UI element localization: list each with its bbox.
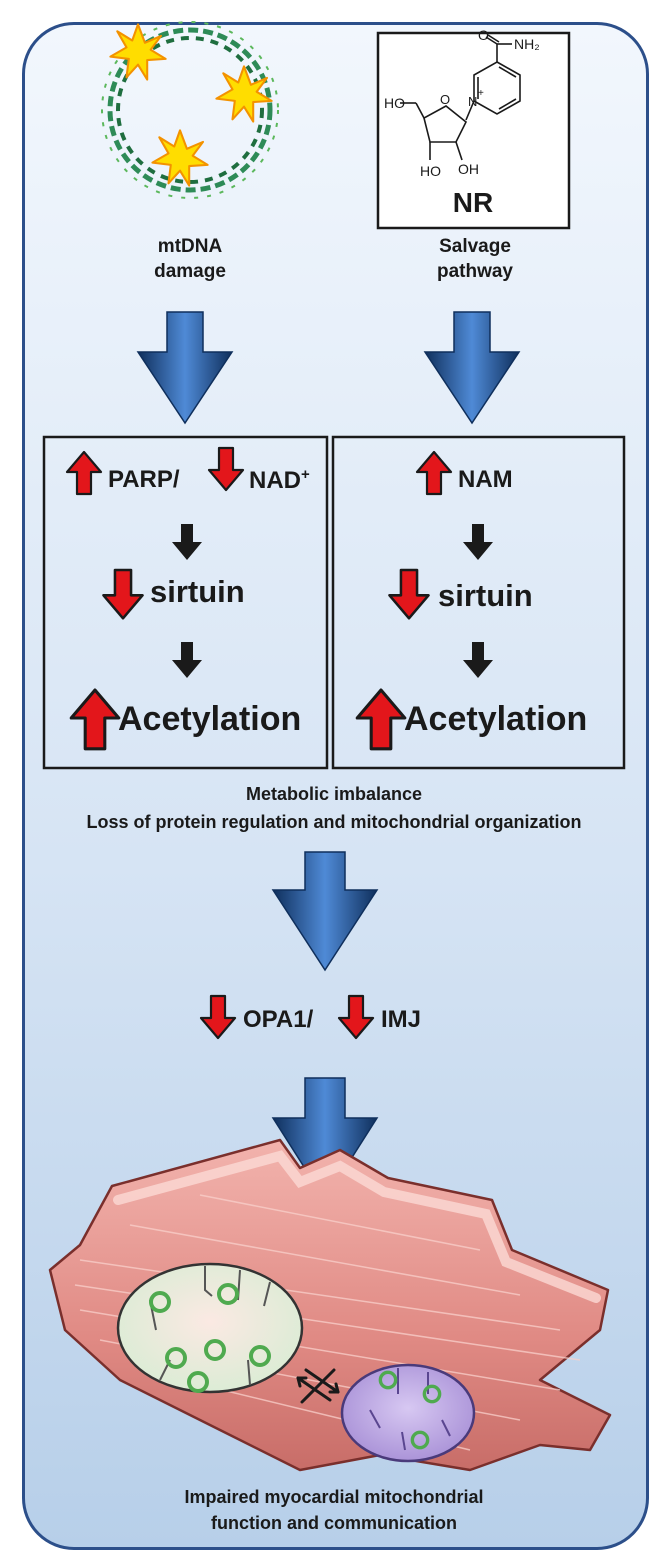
- decrease-arrow-icon: [207, 446, 245, 492]
- atom-ring-n: N: [468, 94, 477, 109]
- left-acetylation-label: Acetylation: [118, 700, 302, 738]
- atom-ring-o: O: [440, 92, 450, 107]
- down-arrow-icon: [463, 524, 493, 560]
- decrease-arrow-icon: [102, 568, 144, 620]
- increase-arrow-icon: [355, 688, 407, 751]
- footer-line-2: function and communication: [211, 1513, 457, 1533]
- atom-amide-o: O: [478, 27, 489, 43]
- flow-arrow-icon: [423, 311, 521, 425]
- imj-label: IMJ: [381, 1006, 422, 1033]
- nam-label: NAM: [458, 466, 513, 493]
- atom-hydroxyl-left: HO: [420, 163, 441, 179]
- increase-arrow-icon: [65, 450, 103, 496]
- down-arrow-icon: [172, 524, 202, 560]
- nicotinamide-riboside-structure-icon: [400, 34, 521, 161]
- blocked-communication-icon: [296, 1368, 340, 1404]
- nr-molecule-box: [376, 31, 571, 230]
- decrease-arrow-icon: [337, 994, 375, 1040]
- summary-line-1: Metabolic imbalance: [245, 784, 423, 804]
- flow-arrow-icon: [271, 851, 379, 972]
- left-pathway-box: [42, 435, 329, 770]
- opa1-label: OPA1/: [243, 1006, 314, 1033]
- parp-label: PARP/: [108, 466, 180, 493]
- increase-arrow-icon: [415, 450, 453, 496]
- salvage-label: Salvage: [439, 236, 511, 257]
- healthy-mitochondrion-icon: [116, 1262, 304, 1394]
- right-pathway-box: [331, 435, 626, 770]
- flow-arrow-icon: [136, 311, 234, 425]
- atom-hydroxyl-right: OH: [458, 161, 479, 177]
- atom-hydroxyl-top: HO: [384, 95, 405, 111]
- atom-amide-nh2: NH₂: [514, 36, 540, 52]
- increase-arrow-icon: [69, 688, 121, 751]
- decrease-arrow-icon: [199, 994, 237, 1040]
- atom-ring-charge: +: [478, 88, 484, 99]
- nr-label: NR: [453, 187, 493, 218]
- nad-charge: +: [301, 466, 310, 483]
- down-arrow-icon: [172, 642, 202, 678]
- nad-label: NAD+: [249, 466, 310, 494]
- left-sirtuin-label: sirtuin: [150, 574, 245, 609]
- down-arrow-icon: [463, 642, 493, 678]
- right-acetylation-label: Acetylation: [404, 700, 588, 738]
- mtdna-label: mtDNA: [157, 236, 223, 257]
- damage-label: damage: [154, 261, 226, 282]
- footer-line-1: Impaired myocardial mitochondrial: [184, 1487, 484, 1507]
- right-sirtuin-label: sirtuin: [438, 578, 533, 613]
- impaired-mitochondrion-icon: [340, 1363, 476, 1463]
- summary-line-2: Loss of protein regulation and mitochond…: [86, 812, 582, 832]
- pathway-label: pathway: [436, 261, 514, 282]
- decrease-arrow-icon: [388, 568, 430, 620]
